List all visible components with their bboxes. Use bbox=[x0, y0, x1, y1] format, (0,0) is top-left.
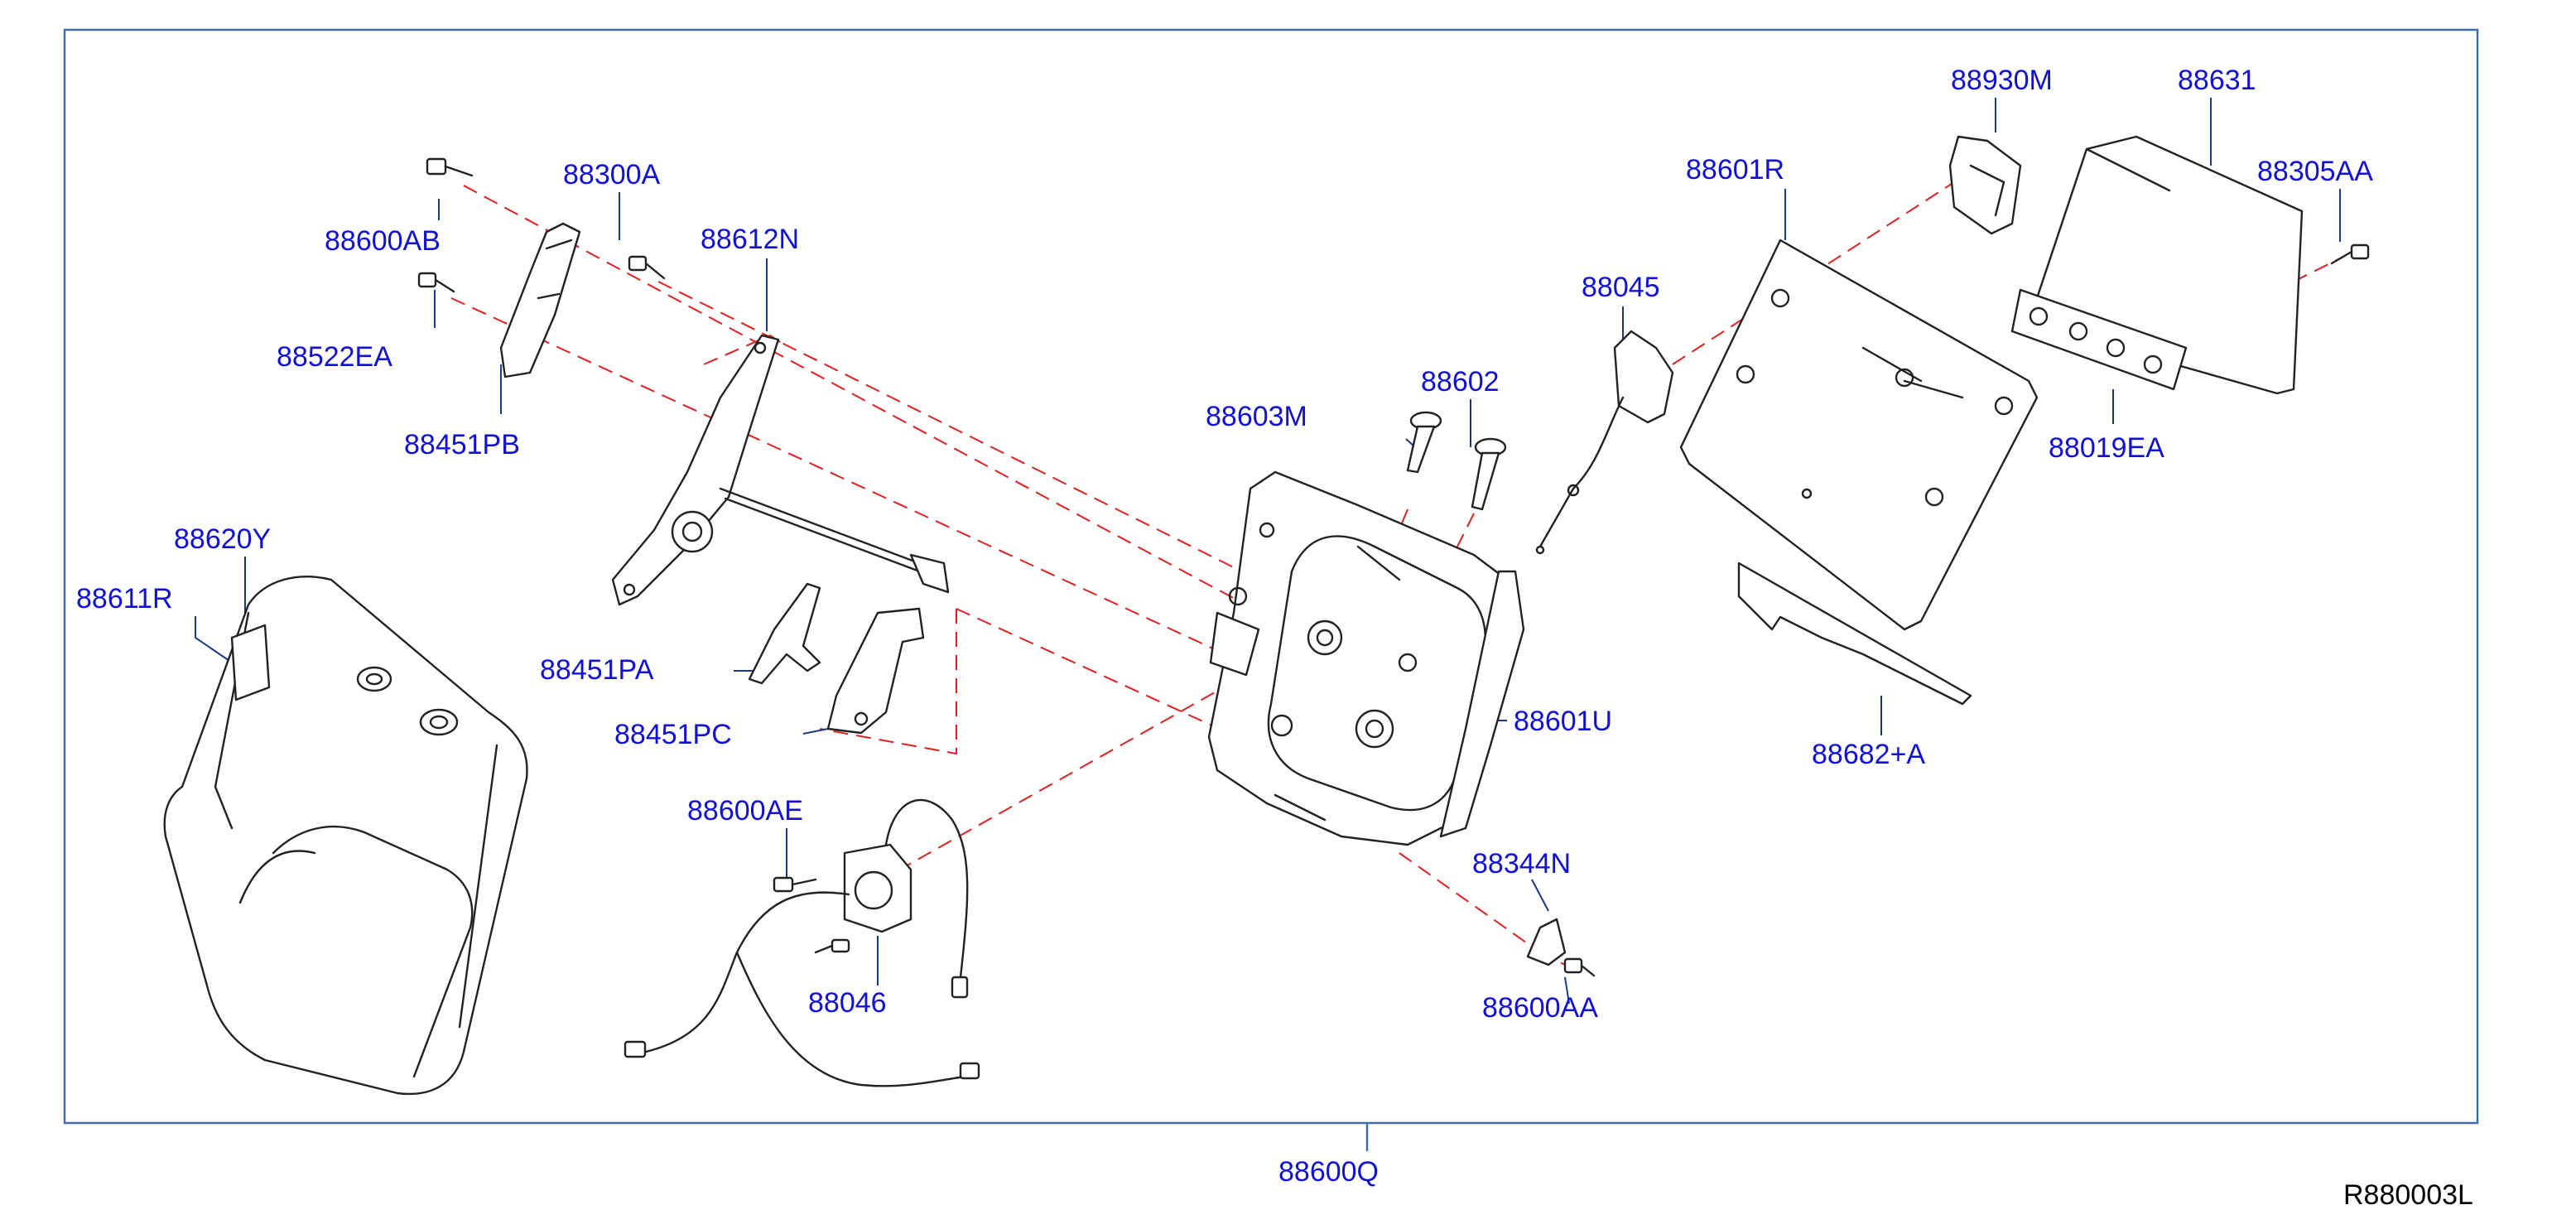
clip-88930M bbox=[1948, 135, 2022, 235]
label-88522EA: 88522EA bbox=[277, 341, 392, 373]
label-88603M: 88603M bbox=[1206, 401, 1307, 432]
bracket-88045 bbox=[1535, 330, 1674, 555]
diagram-frame bbox=[63, 28, 2479, 1125]
label-88451PA: 88451PA bbox=[540, 654, 654, 686]
panel-88601R bbox=[1679, 239, 2039, 631]
label-88344N: 88344N bbox=[1472, 848, 1572, 880]
label-88631: 88631 bbox=[2178, 65, 2256, 96]
bracket-88682A bbox=[1737, 561, 1972, 706]
label-88045: 88045 bbox=[1582, 272, 1660, 303]
label-88611R: 88611R bbox=[76, 583, 173, 614]
recliner-88612N bbox=[611, 334, 950, 606]
label-88046: 88046 bbox=[808, 987, 887, 1019]
harness-88046 bbox=[624, 798, 980, 1087]
frame-88601U bbox=[1207, 470, 1525, 846]
label-88930M: 88930M bbox=[1951, 65, 2053, 96]
screw-88305AA bbox=[2330, 243, 2370, 265]
reference-code: R880003L bbox=[2343, 1179, 2473, 1211]
bolt-88600AB bbox=[426, 157, 474, 177]
bolt-88600AA bbox=[1563, 957, 1596, 977]
pin-88603M bbox=[1406, 411, 1442, 474]
label-88612N: 88612N bbox=[701, 224, 800, 255]
label-88600AB: 88600AB bbox=[325, 225, 441, 257]
pin-88602 bbox=[1471, 437, 1507, 511]
label-88019EA: 88019EA bbox=[2049, 432, 2164, 464]
label-88305AA: 88305AA bbox=[2257, 156, 2373, 187]
cap-88344N bbox=[1526, 918, 1567, 966]
label-88601R: 88601R bbox=[1686, 154, 1785, 186]
cover-88451PA bbox=[748, 582, 821, 685]
bolt-88522EA bbox=[417, 272, 455, 293]
cover-88451PB bbox=[499, 222, 581, 378]
label-88682A: 88682+A bbox=[1812, 739, 1926, 770]
label-88601U: 88601U bbox=[1514, 706, 1613, 737]
label-88451PC: 88451PC bbox=[614, 719, 732, 750]
label-88620Y: 88620Y bbox=[174, 523, 272, 555]
label-88600AA: 88600AA bbox=[1482, 992, 1598, 1024]
seat-back-cushion bbox=[163, 576, 528, 1096]
bolt-88300A bbox=[628, 255, 666, 280]
label-88602: 88602 bbox=[1421, 366, 1500, 398]
label-88451PB: 88451PB bbox=[404, 429, 520, 460]
assembly-label-88600Q: 88600Q bbox=[1278, 1156, 1379, 1188]
label-88300A: 88300A bbox=[563, 159, 661, 190]
strip-88019EA bbox=[2010, 288, 2188, 391]
cover-88451PC bbox=[826, 607, 925, 735]
bolt-88600AE bbox=[773, 876, 817, 893]
label-88600AE: 88600AE bbox=[687, 795, 803, 827]
